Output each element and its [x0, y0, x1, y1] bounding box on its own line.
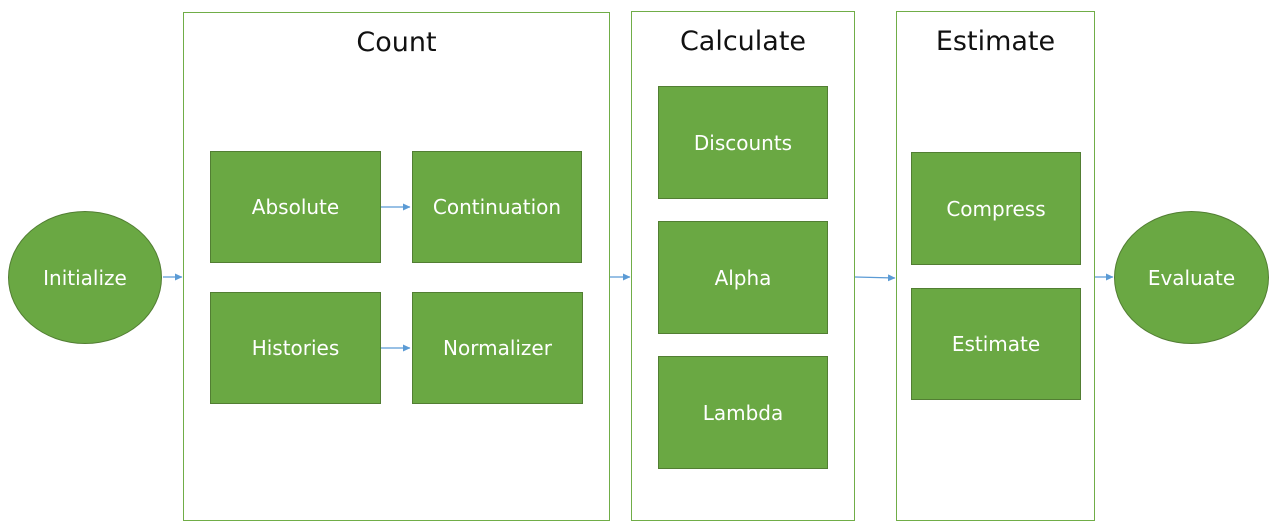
- normalizer-label: Normalizer: [443, 336, 552, 360]
- lambda-node: Lambda: [658, 356, 828, 469]
- alpha-label: Alpha: [714, 265, 772, 290]
- histories-node: Histories: [210, 292, 381, 404]
- count-group-title: Count: [356, 27, 437, 58]
- evaluate-node: Evaluate: [1114, 211, 1269, 344]
- arrow-calculate-to-estimate: [854, 274, 896, 282]
- count-group: Count: [183, 12, 610, 521]
- continuation-node: Continuation: [412, 151, 582, 263]
- estimate-group: Estimate: [896, 11, 1095, 521]
- continuation-label: Continuation: [432, 195, 562, 219]
- absolute-node: Absolute: [210, 151, 381, 263]
- calculate-group-title: Calculate: [679, 26, 807, 57]
- normalizer-node: Normalizer: [412, 292, 583, 404]
- discounts-node: Discounts: [658, 86, 828, 199]
- initialize-node: Initialize: [8, 211, 162, 344]
- estimate-label: Estimate: [951, 332, 1041, 356]
- compress-label: Compress: [946, 196, 1046, 221]
- absolute-label: Absolute: [251, 195, 340, 219]
- lambda-label: Lambda: [702, 400, 784, 425]
- estimate-node: Estimate: [911, 288, 1081, 400]
- discounts-label: Discounts: [693, 130, 793, 155]
- histories-label: Histories: [251, 336, 340, 360]
- evaluate-label: Evaluate: [1147, 265, 1236, 290]
- initialize-label: Initialize: [43, 265, 127, 290]
- estimate-group-title: Estimate: [935, 26, 1056, 57]
- alpha-node: Alpha: [658, 221, 828, 334]
- compress-node: Compress: [911, 152, 1081, 265]
